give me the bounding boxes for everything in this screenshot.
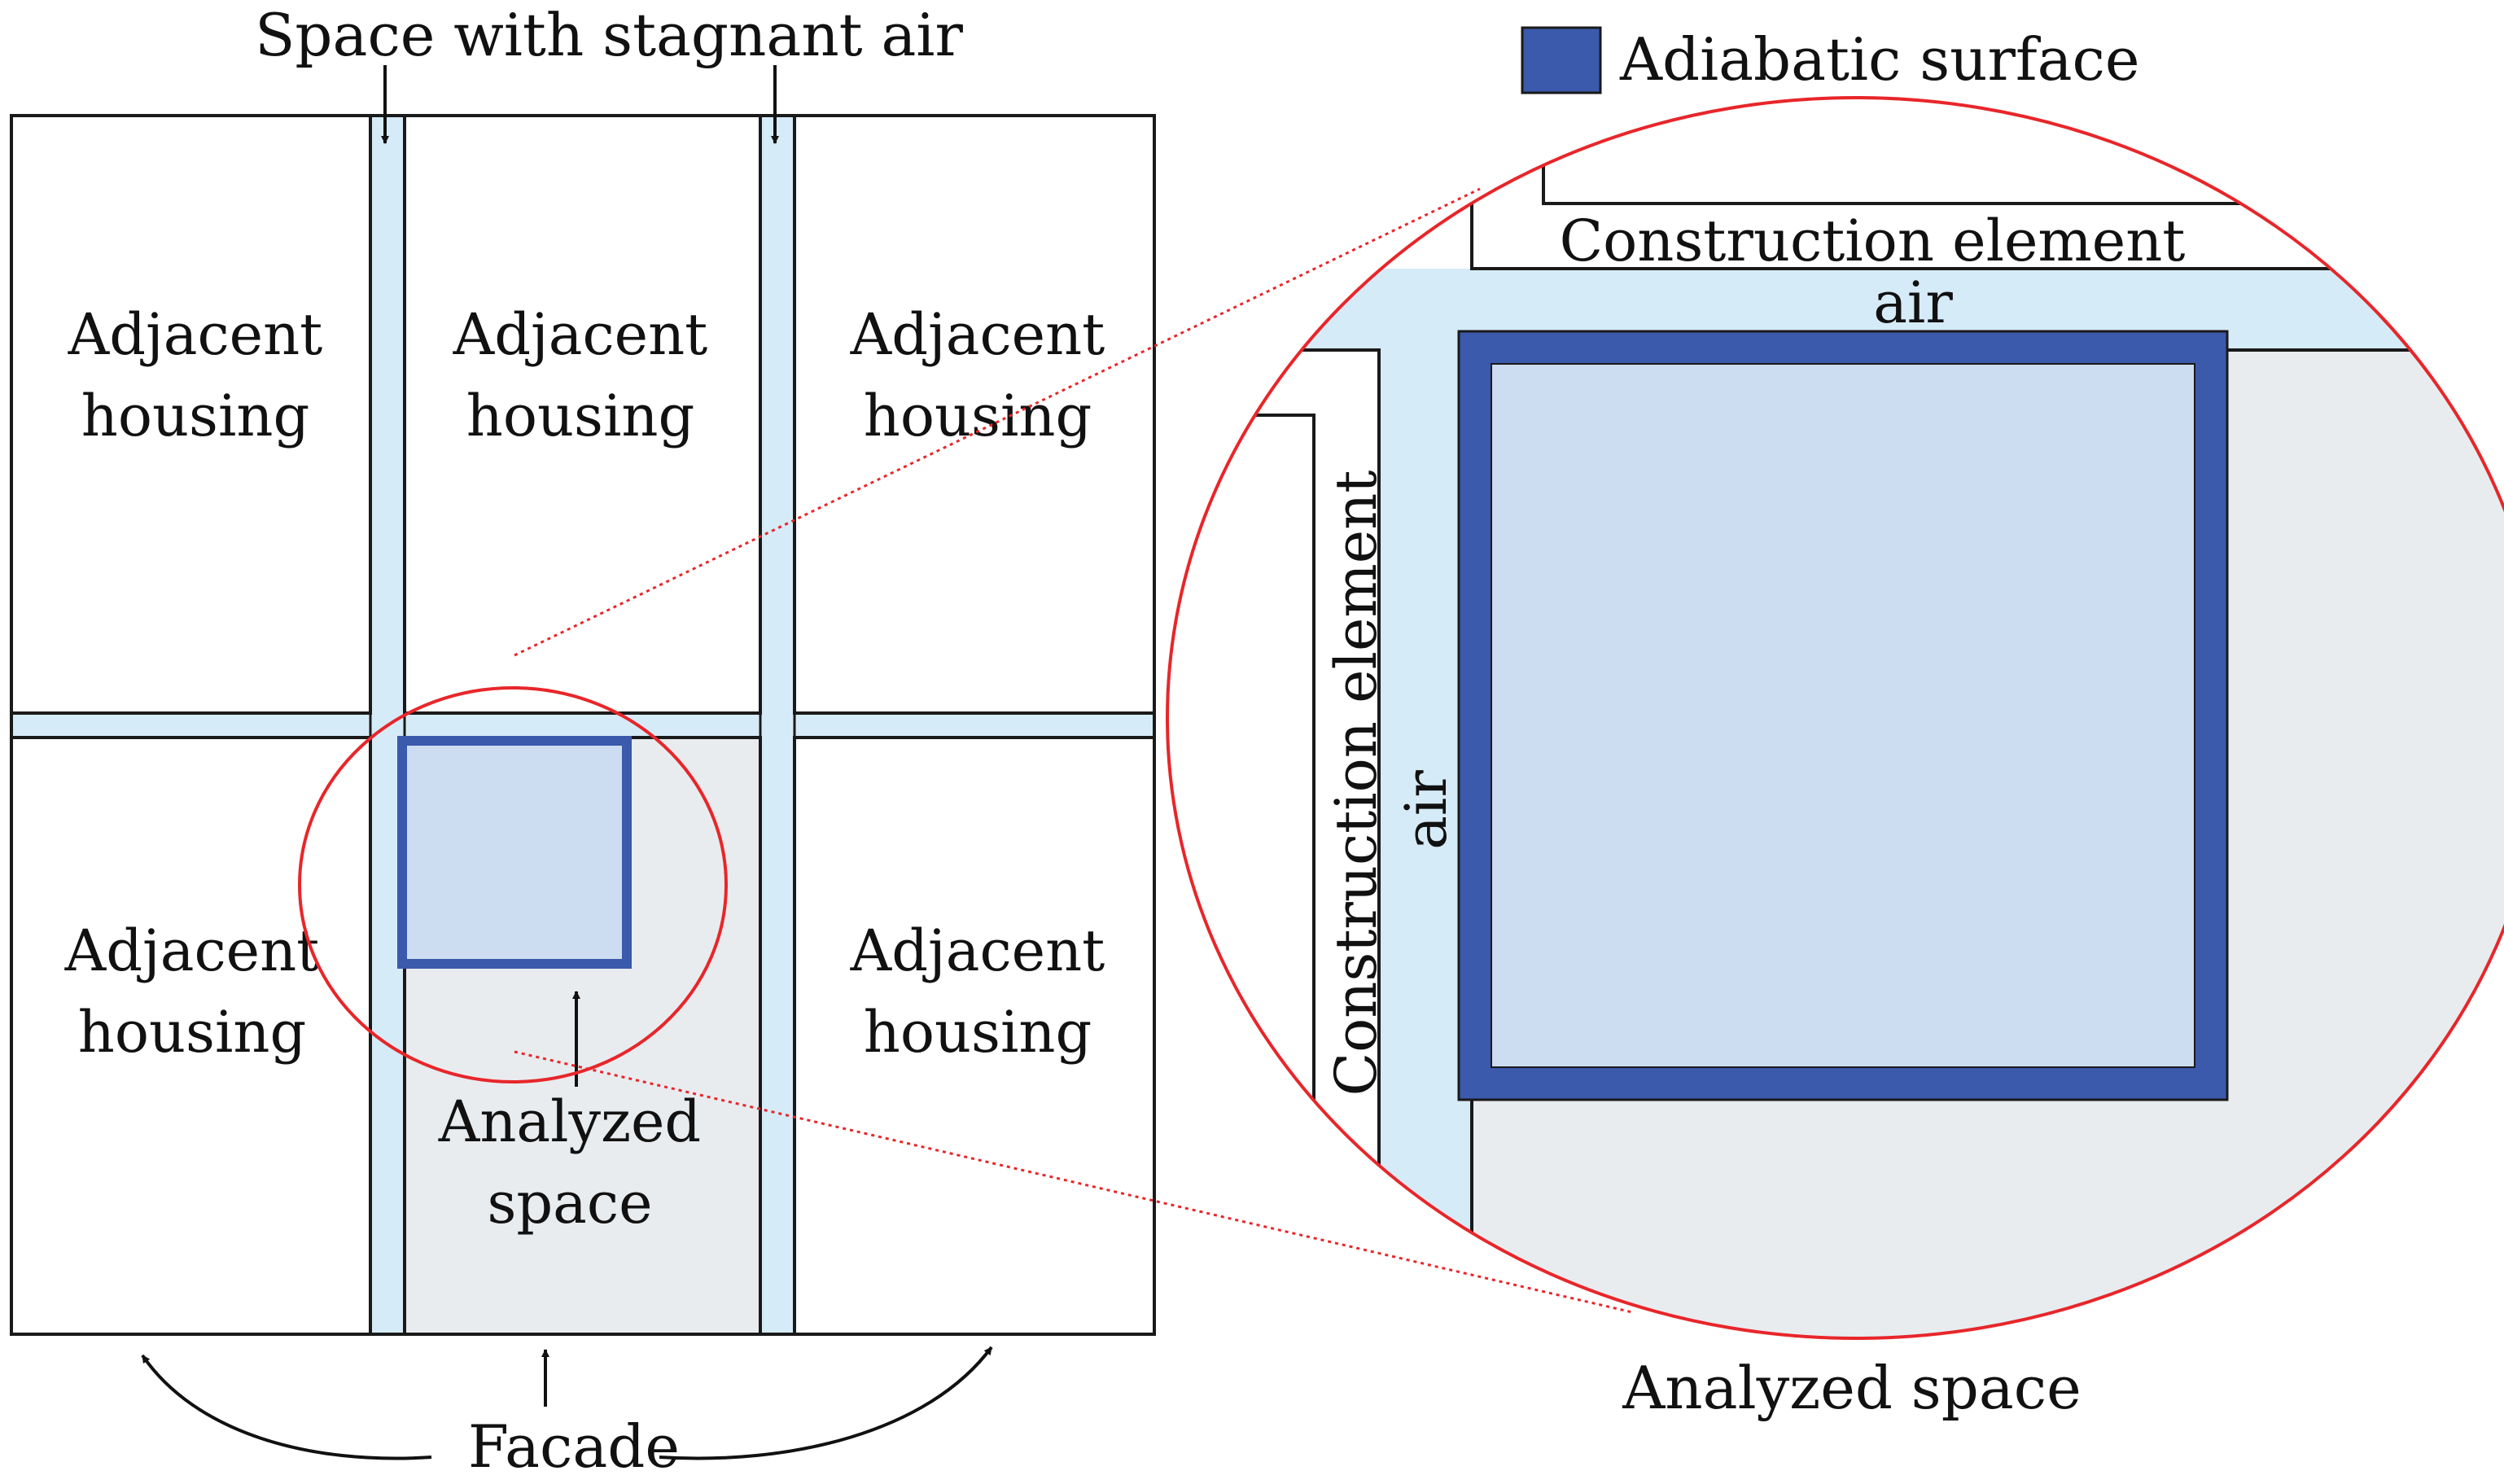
- floor-plan: Adjacent housing Adjacent housing Adjace…: [10, 1, 1156, 1481]
- arrow-facade-right: [659, 1346, 993, 1460]
- label-facade: Facade: [468, 1412, 680, 1481]
- label-air-left: air: [1393, 770, 1460, 850]
- label-housing-tl-2: housing: [81, 383, 310, 449]
- label-housing-tm-2: housing: [466, 383, 695, 449]
- label-construction-left: Construction element: [1323, 471, 1390, 1097]
- label-housing-br-2: housing: [864, 999, 1092, 1066]
- label-zoom-caption: Analyzed space: [1622, 1354, 2081, 1422]
- air-gap-horizontal: [10, 711, 1156, 739]
- label-housing-bl-2: housing: [78, 999, 307, 1066]
- room-adjacent-bottom-left: [10, 736, 372, 1336]
- arrow-facade-left: [141, 1354, 432, 1460]
- room-adjacent-top-left: [10, 114, 372, 715]
- inner-box-large: [1491, 363, 2195, 1068]
- legend: Adiabatic surface: [1521, 25, 2139, 94]
- label-stagnant-air: Space with stagnant air: [255, 1, 963, 69]
- zoom-connector-top: [514, 187, 1481, 657]
- room-adjacent-top-right: [793, 114, 1156, 715]
- plan-outline: [10, 114, 1156, 1336]
- label-housing-bl-1: Adjacent: [64, 917, 320, 984]
- legend-label-adiabatic: Adiabatic surface: [1619, 25, 2139, 94]
- label-housing-tr-2: housing: [864, 383, 1092, 449]
- zoom-view: Construction element air Construction el…: [1166, 96, 2504, 1422]
- label-housing-tl-1: Adjacent: [68, 301, 323, 368]
- air-gap-vertical-right: [759, 114, 796, 1336]
- callout-ellipse: [298, 686, 728, 1083]
- label-construction-top: Construction element: [1560, 208, 2186, 274]
- inner-box-small: [407, 746, 622, 959]
- label-air-top: air: [1873, 269, 1953, 336]
- label-housing-tr-1: Adjacent: [850, 301, 1105, 368]
- zoom-connector-bottom: [514, 1050, 1633, 1314]
- label-housing-br-1: Adjacent: [850, 917, 1105, 984]
- zoom-ellipse: [1166, 96, 2504, 1340]
- label-analyzed-1: Analyzed: [438, 1088, 701, 1155]
- label-analyzed-2: space: [487, 1170, 652, 1237]
- label-housing-tm-1: Adjacent: [453, 301, 708, 368]
- zoom-air-vertical: [1379, 269, 1472, 1338]
- legend-swatch-adiabatic: [1521, 26, 1602, 94]
